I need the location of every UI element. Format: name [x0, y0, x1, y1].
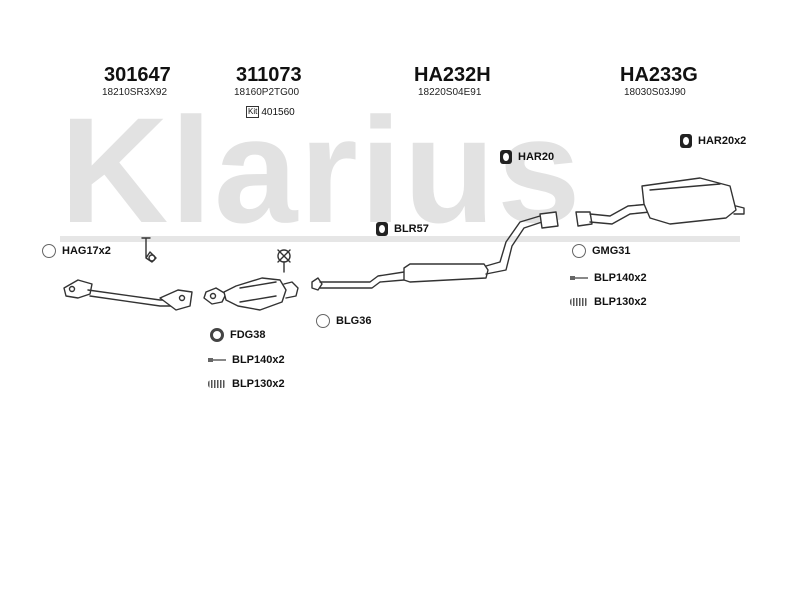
- accessory-blp140-a[interactable]: BLP140x2: [208, 354, 285, 366]
- watermark-underline: [60, 236, 740, 242]
- accessory-blr57[interactable]: BLR57: [376, 222, 429, 236]
- spring-icon: [208, 380, 226, 388]
- catalytic-converter[interactable]: [203, 249, 299, 311]
- oem-number-2: 18160P2TG00: [234, 87, 300, 98]
- front-pipe[interactable]: [63, 237, 193, 311]
- rubber-hanger-icon: [500, 150, 512, 164]
- part-number-4[interactable]: HA233G: [620, 64, 698, 86]
- gasket-ring-icon: [210, 328, 224, 342]
- accessory-hag17-label: HAG17x2: [62, 245, 111, 257]
- bolt-icon: [208, 357, 226, 363]
- accessory-har20x2[interactable]: HAR20x2: [680, 134, 746, 148]
- kit-number-label: 401560: [261, 106, 295, 118]
- accessory-har20[interactable]: HAR20: [500, 150, 554, 164]
- accessory-blp140-b[interactable]: BLP140x2: [570, 272, 647, 284]
- part-number-2[interactable]: 311073: [236, 64, 302, 86]
- accessory-har20-label: HAR20: [518, 151, 555, 163]
- part-number-1[interactable]: 301647: [104, 64, 171, 86]
- oem-number-4: 18030S03J90: [624, 87, 686, 98]
- spring-icon: [570, 298, 588, 306]
- gasket-ring-icon: [42, 244, 56, 258]
- accessory-blp130-a-label: BLP130x2: [232, 378, 285, 390]
- accessory-fdg38[interactable]: FDG38: [210, 328, 265, 342]
- accessory-gmg31[interactable]: GMG31: [572, 244, 631, 258]
- brand-watermark: Klarius: [60, 86, 583, 254]
- gasket-ring-icon: [316, 314, 330, 328]
- accessory-har20x2-label: HAR20x2: [698, 135, 747, 147]
- accessory-blg36[interactable]: BLG36: [316, 314, 371, 328]
- accessory-blg36-label: BLG36: [336, 315, 372, 327]
- part-number-3[interactable]: HA232H: [414, 64, 491, 86]
- accessory-hag17[interactable]: HAG17x2: [42, 244, 111, 258]
- rubber-hanger-icon: [376, 222, 388, 236]
- kit-box-icon: Kit: [246, 106, 260, 118]
- oem-number-1: 18210SR3X92: [102, 87, 168, 98]
- accessory-blp140-a-label: BLP140x2: [232, 354, 285, 366]
- rear-silencer[interactable]: [575, 177, 745, 227]
- bolt-icon: [570, 275, 588, 281]
- centre-pipe[interactable]: [311, 211, 559, 291]
- gasket-ring-icon: [572, 244, 586, 258]
- rubber-hanger-icon: [680, 134, 692, 148]
- accessory-blr57-label: BLR57: [394, 223, 429, 235]
- accessory-blp130-a[interactable]: BLP130x2: [208, 378, 285, 390]
- accessory-fdg38-label: FDG38: [230, 329, 266, 341]
- accessory-blp140-b-label: BLP140x2: [594, 272, 647, 284]
- kit-number[interactable]: Kit 401560: [246, 106, 295, 118]
- accessory-blp130-b[interactable]: BLP130x2: [570, 296, 647, 308]
- accessory-gmg31-label: GMG31: [592, 245, 631, 257]
- oem-number-3: 18220S04E91: [418, 87, 482, 98]
- accessory-blp130-b-label: BLP130x2: [594, 296, 647, 308]
